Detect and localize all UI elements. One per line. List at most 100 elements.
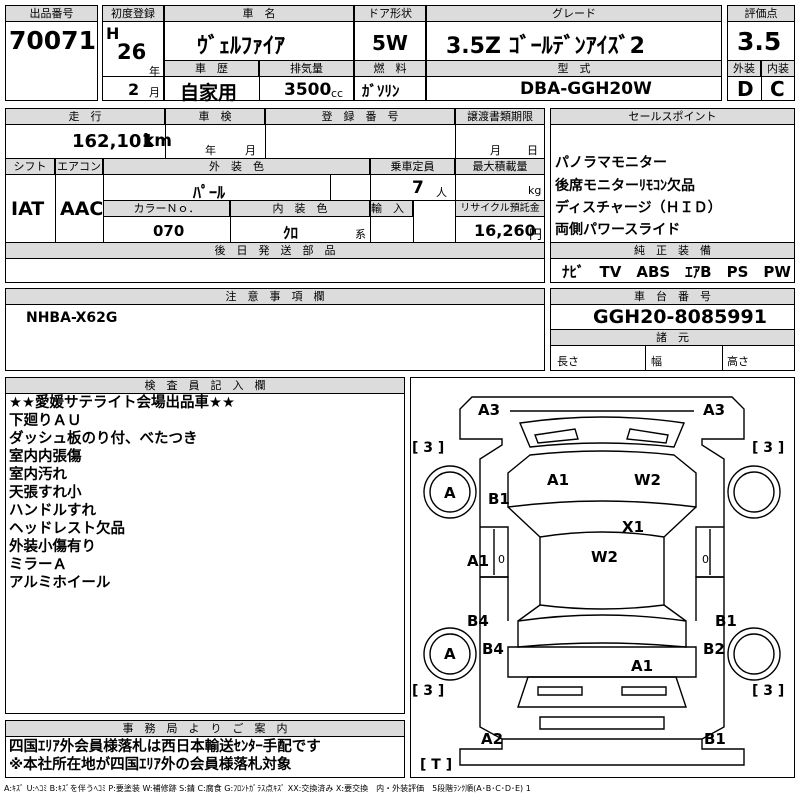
car-name-label: 車 名	[164, 5, 354, 22]
interior-label: 内装	[761, 60, 795, 77]
exterior-color-label: 外 装 色	[103, 158, 370, 175]
first-registration-label: 初度登録	[102, 5, 164, 22]
interior-grade: C	[770, 77, 785, 101]
score-label: 評価点	[727, 5, 795, 22]
sales-point-item: パノラマモニター	[555, 155, 667, 171]
office-line: 四国ｴﾘｱ外会員様落札は西日本輸送ｾﾝﾀｰ手配です	[9, 739, 321, 755]
transfer-month-unit: 月	[490, 144, 501, 157]
sales-point-item: 後席モニターﾘﾓｺﾝ欠品	[555, 178, 695, 194]
exterior-label: 外装	[727, 60, 761, 77]
inspector-note: ダッシュ板のり付、べたつき	[9, 431, 198, 447]
recycle-deposit-label: リサイクル預託金	[455, 200, 545, 217]
door-label: ドア形状	[354, 5, 426, 22]
grade: 3.5Z ｺﾞｰﾙﾃﾞﾝｱｲｽﾞ2	[446, 34, 645, 59]
damage-mark: X1	[622, 518, 645, 536]
damage-mark: B1	[704, 730, 726, 748]
office-line: ※本社所在地が四国ｴﾘｱ外の会員様落札対象	[9, 757, 292, 773]
inspector-note: 天張すれ小	[9, 485, 82, 501]
damage-mark: B4	[467, 612, 489, 630]
shift: IAT	[11, 198, 45, 220]
chassis-number-label: 車 台 番 号	[550, 288, 795, 305]
lot-number-label: 出品番号	[5, 5, 98, 22]
damage-mark: 0	[498, 553, 505, 566]
damage-mark: A1	[467, 552, 490, 570]
history-label: 車 歴	[164, 60, 259, 77]
era: H	[106, 24, 120, 43]
inspector-note: アルミホイール	[9, 575, 111, 591]
inspector-note: ミラーＡ	[9, 557, 67, 573]
specs-label: 諸 元	[550, 329, 795, 346]
height-label: 高さ	[727, 355, 749, 368]
equipment-label: 純 正 装 備	[550, 242, 795, 259]
sales-point-item: 両側パワースライド	[555, 222, 681, 238]
damage-mark: B1	[488, 490, 510, 508]
damage-mark: 0	[702, 553, 709, 566]
transfer-deadline-label: 譲渡書類期限	[455, 108, 545, 125]
registration-number-label: 登 録 番 号	[265, 108, 455, 125]
caution-label: 注 意 事 項 欄	[5, 288, 545, 305]
recycle-deposit: 16,260	[474, 221, 536, 240]
door-type: 5W	[372, 31, 408, 55]
damage-mark: B2	[703, 640, 725, 658]
model-label: 型 式	[426, 60, 722, 77]
recycle-deposit-unit: 円	[529, 228, 543, 243]
displacement-label: 排気量	[259, 60, 354, 77]
damage-mark: [ 3 ]	[752, 440, 785, 456]
sales-point-item: ディスチャージ（ＨＩＤ）	[555, 200, 722, 216]
damage-mark: W2	[591, 548, 618, 566]
later-parts-label: 後 日 発 送 部 品	[5, 242, 545, 259]
displacement: 3500	[284, 80, 332, 100]
inspector-note: 室内汚れ	[9, 467, 67, 483]
damage-mark: A1	[631, 657, 654, 675]
exterior-color: ﾊﾟｰﾙ	[193, 183, 226, 202]
damage-mark: B4	[482, 640, 504, 658]
damage-mark: [ 3 ]	[412, 440, 445, 456]
damage-mark: [ 3 ]	[752, 683, 785, 699]
fuel-label: 燃 料	[354, 60, 426, 77]
damage-mark: [ 3 ]	[412, 683, 445, 699]
damage-mark: A	[444, 484, 456, 502]
inspector-note: ハンドルすれ	[9, 503, 96, 519]
car-name: ｳﾞｪﾙﾌｧｲｱ	[197, 34, 286, 59]
inspector-note: 室内内張傷	[9, 449, 82, 465]
model: DBA-GGH20W	[520, 79, 652, 99]
mileage: 162,101	[72, 131, 154, 152]
aircon: AAC	[60, 198, 104, 220]
damage-mark: A3	[703, 401, 726, 419]
mileage-unit: km	[143, 131, 173, 151]
chassis-number: GGH20-8085991	[593, 306, 767, 328]
history: 自家用	[180, 82, 238, 104]
interior-color-unit: 系	[355, 228, 366, 241]
legend: A:ｷｽﾞ U:ﾍｺﾐ B:ｷｽﾞを伴うﾍｺﾐ P:要塗装 W:補修跡 S:錆 …	[4, 784, 531, 793]
inspector-note: ★★愛媛サテライト会場出品車★★	[9, 395, 235, 411]
inspector-label: 検 査 員 記 入 欄	[5, 377, 405, 394]
damage-mark: A	[444, 645, 456, 663]
inspector-note: 外装小傷有り	[9, 539, 96, 555]
max-load-unit: kg	[528, 184, 542, 197]
interior-color: ｸﾛ	[283, 224, 299, 242]
capacity-label: 乗車定員	[370, 158, 455, 175]
year-unit: 年	[149, 65, 160, 78]
shift-label: シフト	[5, 158, 55, 175]
damage-mark: [ T ]	[420, 757, 453, 773]
caution-text: NHBA-X62G	[26, 310, 118, 326]
interior-color-label: 内 装 色	[230, 200, 370, 217]
exterior-grade: D	[737, 77, 754, 101]
damage-mark: A1	[547, 471, 570, 489]
displacement-unit: cc	[331, 87, 344, 100]
lot-number: 70071	[9, 26, 96, 55]
transfer-day-unit: 日	[527, 144, 538, 157]
grade-label: グレード	[426, 5, 722, 22]
capacity: 7	[412, 178, 424, 198]
office-label: 事 務 局 よ り ご 案 内	[5, 720, 405, 737]
width-label: 幅	[651, 355, 662, 368]
car-diagram-box	[410, 377, 795, 778]
score: 3.5	[737, 27, 782, 56]
fuel: ｶﾞｿﾘﾝ	[362, 82, 400, 100]
inspection-year-unit: 年	[205, 144, 216, 157]
capacity-unit: 人	[436, 186, 447, 199]
import-label: 輸 入 車	[370, 200, 413, 217]
inspection-label: 車 検	[165, 108, 265, 125]
damage-mark: W2	[634, 471, 661, 489]
registration-month: 2	[128, 80, 140, 99]
